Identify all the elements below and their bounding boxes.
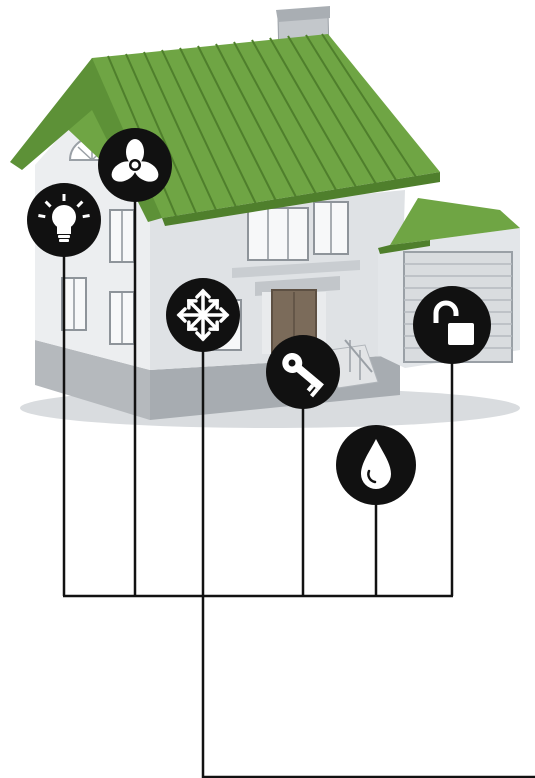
- snowflake-icon: [166, 278, 240, 352]
- lightbulb-icon: [27, 183, 101, 257]
- front-window: [248, 208, 308, 260]
- key-icon: [266, 335, 340, 409]
- fan-icon: [98, 128, 172, 202]
- open-padlock-icon: [413, 286, 491, 364]
- water-drop-icon: [336, 425, 416, 505]
